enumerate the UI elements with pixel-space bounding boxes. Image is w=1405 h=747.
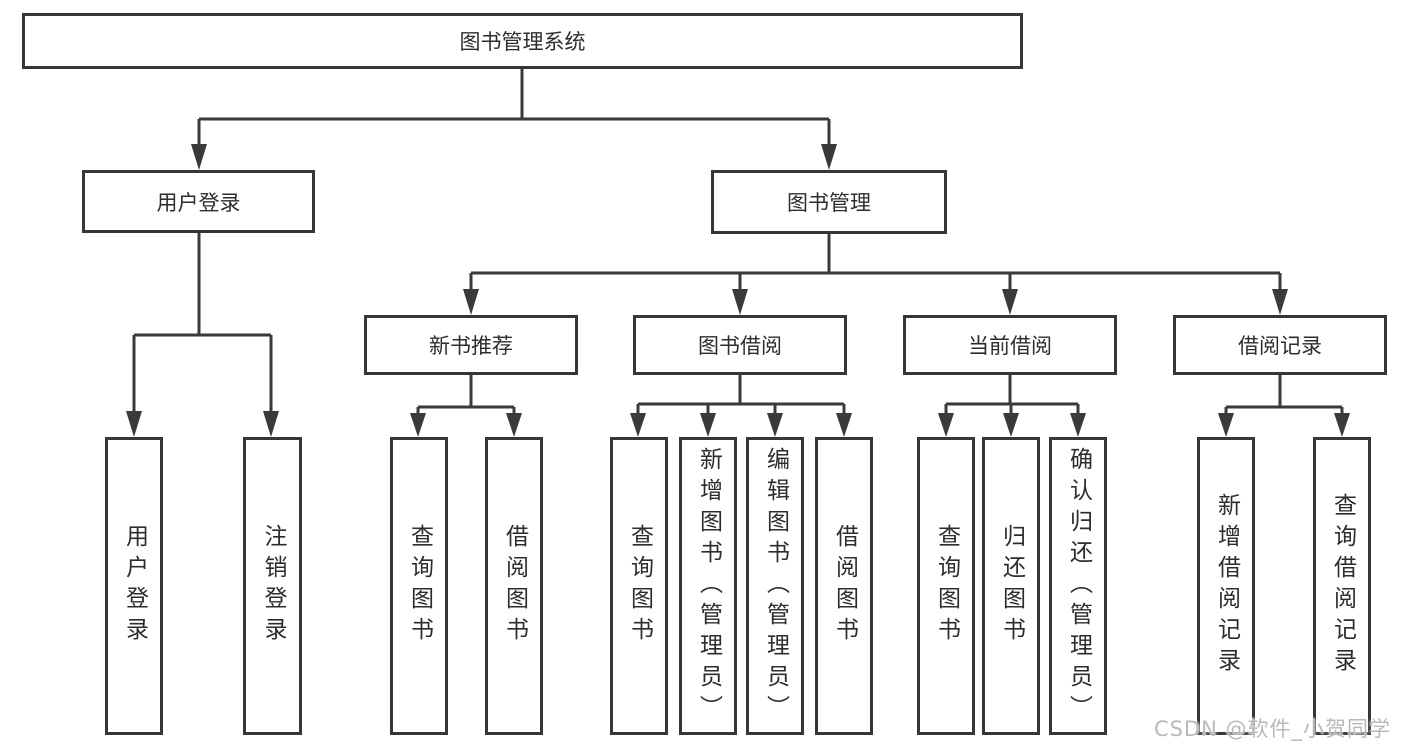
- node-root-system: 图书管理系统: [22, 13, 1023, 69]
- leaf-add-books-admin: 新增图书（管理员）: [679, 437, 737, 735]
- leaf-edit-books-admin: 编辑图书（管理员）: [746, 437, 804, 735]
- leaf-add-borrow-record: 新增借阅记录: [1197, 437, 1255, 735]
- node-book-management: 图书管理: [711, 170, 947, 234]
- leaf-query-borrow-record: 查询借阅记录: [1313, 437, 1371, 735]
- node-book-borrowing: 图书借阅: [633, 315, 847, 375]
- leaf-query-books-borrowing: 查询图书: [610, 437, 668, 735]
- node-current-borrowing: 当前借阅: [903, 315, 1117, 375]
- leaf-user-login: 用户登录: [105, 437, 163, 735]
- leaf-return-books: 归还图书: [982, 437, 1040, 735]
- csdn-watermark: CSDN @软件_小贺同学: [1153, 717, 1391, 741]
- leaf-confirm-return-admin: 确认归还（管理员）: [1049, 437, 1107, 735]
- node-new-book-recommend: 新书推荐: [364, 315, 578, 375]
- leaf-logout-login: 注销登录: [243, 437, 302, 735]
- node-user-login: 用户登录: [82, 170, 315, 233]
- leaf-borrow-books: 借阅图书: [815, 437, 873, 735]
- leaf-query-books-recommend: 查询图书: [390, 437, 448, 735]
- leaf-borrow-books-recommend: 借阅图书: [485, 437, 543, 735]
- node-borrowing-records: 借阅记录: [1173, 315, 1387, 375]
- leaf-query-books-current: 查询图书: [917, 437, 975, 735]
- arrowheads: [126, 144, 1350, 437]
